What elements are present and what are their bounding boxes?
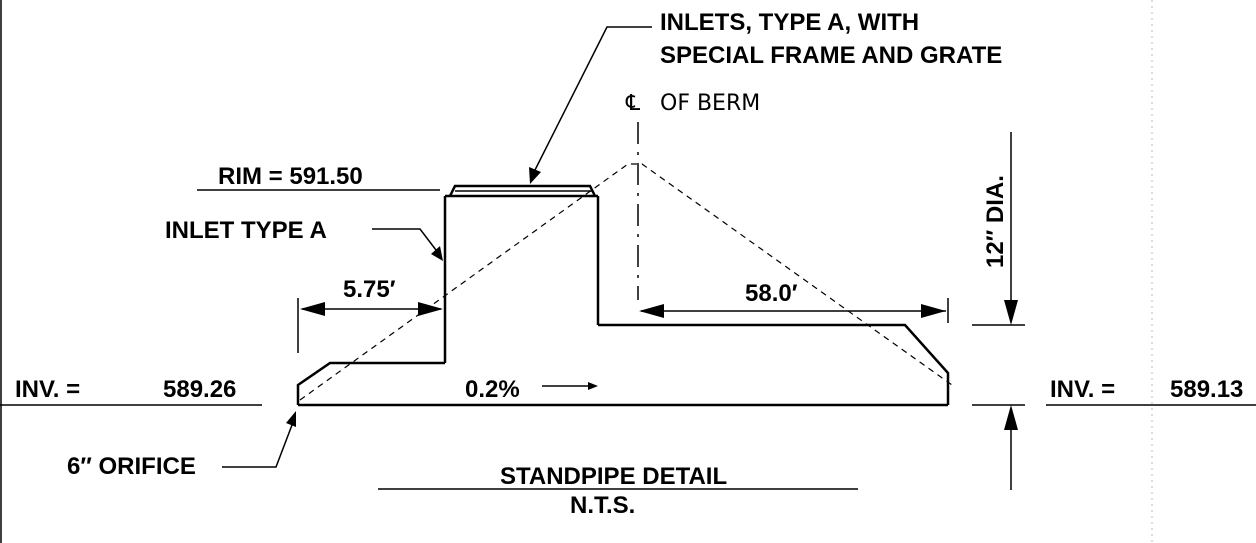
pipe-outline [296, 323, 950, 407]
inlets-leader-arrowhead [529, 167, 541, 184]
dia-label: 12″ DIA. [982, 175, 1009, 268]
centerline-symbol: ℄ [625, 91, 641, 116]
inv-left-label: INV. = [15, 376, 80, 403]
dim-left-label: 5.75′ [343, 276, 396, 303]
inlet-type-label: INLET TYPE A [165, 217, 327, 244]
dim-right-label: 58.0′ [745, 280, 798, 307]
inlet-type-leader [372, 228, 437, 251]
inlet-type-leader-arrowhead [431, 246, 443, 261]
centerline-label: OF BERM [660, 91, 760, 116]
inlet-type-a-riser [443, 196, 600, 363]
rim-elevation: RIM = 591.50 [218, 163, 363, 190]
slope-arrow [542, 382, 598, 390]
dimension-5-75 [297, 298, 443, 353]
drawing-subtitle: N.T.S. [570, 492, 635, 519]
slope-label: 0.2% [465, 376, 520, 403]
inlets-label-line2: SPECIAL FRAME AND GRATE [660, 42, 1002, 69]
berm-profile [299, 163, 953, 401]
inv-right-value: 589.13 [1170, 376, 1243, 403]
special-frame-and-grate [445, 184, 598, 198]
dimension-58-0 [639, 298, 949, 323]
inv-right-label: INV. = [1050, 376, 1115, 403]
orifice-leader-arrowhead [286, 411, 296, 427]
inlets-label-line1: INLETS, TYPE A, WITH [660, 9, 919, 36]
inv-left-value: 589.26 [163, 376, 236, 403]
inlets-leader [534, 26, 652, 171]
drawing-title: STANDPIPE DETAIL [500, 463, 727, 490]
orifice-leader [222, 424, 293, 468]
dimension-12-dia [972, 132, 1025, 490]
orifice-label: 6″ ORIFICE [67, 453, 196, 480]
